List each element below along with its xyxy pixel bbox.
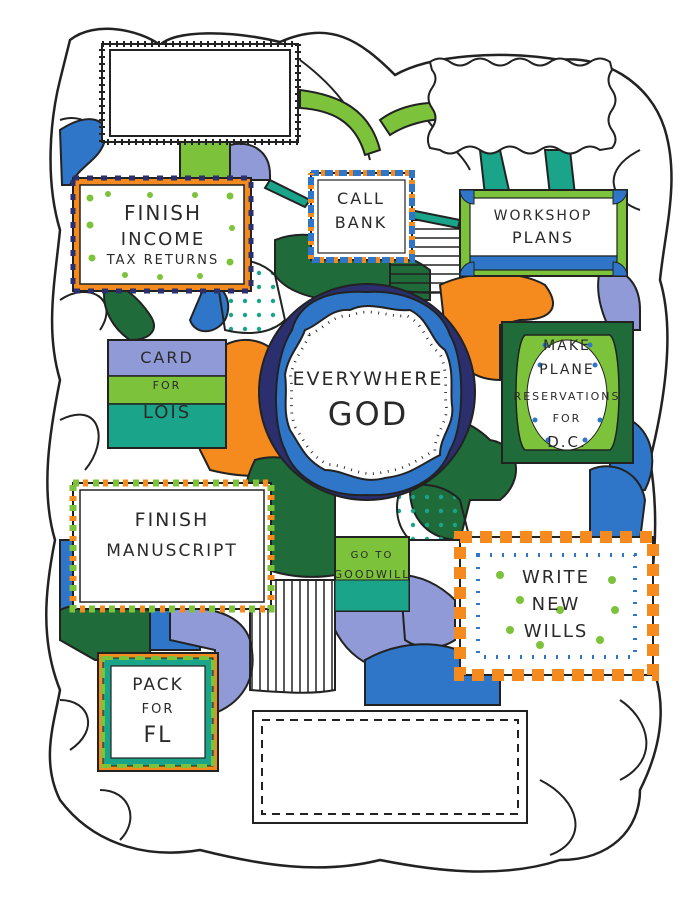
income-tax-line2: INCOME: [121, 229, 205, 250]
box-write-new-wills: WRITE NEW WILLS: [454, 531, 659, 681]
plane-line5: D.C.: [547, 433, 587, 451]
workshop-line2: PLANS: [512, 228, 574, 247]
blank-wavy-box-top-right: [426, 57, 617, 155]
blank-box-top-left: [99, 41, 301, 145]
call-bank-line2: BANK: [335, 213, 387, 232]
wills-line1: WRITE: [522, 567, 590, 588]
box-plane-reservations: MAKE PLANE RESERVATIONS FOR D.C.: [501, 321, 634, 464]
box-workshop-plans: WORKSHOP PLANS: [459, 189, 628, 277]
box-pack-for-fl: PACK FOR FL: [97, 652, 219, 772]
wills-line3: WILLS: [524, 621, 589, 642]
income-tax-line3: TAX RETURNS: [106, 253, 220, 268]
card-lois-line3: LOIS: [143, 402, 191, 423]
plane-line2: PLANE: [539, 362, 594, 378]
center-line1: EVERYWHERE: [293, 368, 444, 390]
center-everywhere-god: EVERYWHERE GOD: [258, 283, 476, 501]
goodwill-line1: GO TO: [351, 550, 394, 561]
pack-line1: PACK: [132, 675, 184, 695]
center-line2: GOD: [328, 395, 409, 433]
card-lois-line1: CARD: [140, 348, 194, 367]
wills-line2: NEW: [532, 594, 581, 615]
blank-dashed-box-bottom: [252, 710, 528, 824]
manuscript-line1: FINISH: [135, 509, 210, 531]
box-finish-manuscript: FINISH MANUSCRIPT: [69, 479, 275, 613]
pack-line2: FOR: [142, 702, 175, 717]
income-tax-line1: FINISH: [124, 201, 202, 225]
card-lois-line2: FOR: [153, 379, 182, 392]
pack-line3: FL: [144, 723, 173, 748]
box-card-for-lois: CARD FOR LOIS: [107, 339, 227, 449]
box-call-bank: CALL BANK: [308, 170, 415, 263]
workshop-line1: WORKSHOP: [494, 208, 593, 224]
goodwill-line2: GOODWILL: [334, 568, 411, 581]
plane-line4: FOR: [553, 412, 582, 425]
call-bank-line1: CALL: [337, 189, 385, 208]
box-finish-income-tax: FINISH INCOME TAX RETURNS: [70, 175, 254, 294]
box-goodwill: GO TO GOODWILL: [334, 536, 411, 612]
manuscript-line2: MANUSCRIPT: [106, 541, 238, 561]
plane-line3: RESERVATIONS: [514, 390, 621, 403]
plane-line1: MAKE: [543, 338, 591, 354]
